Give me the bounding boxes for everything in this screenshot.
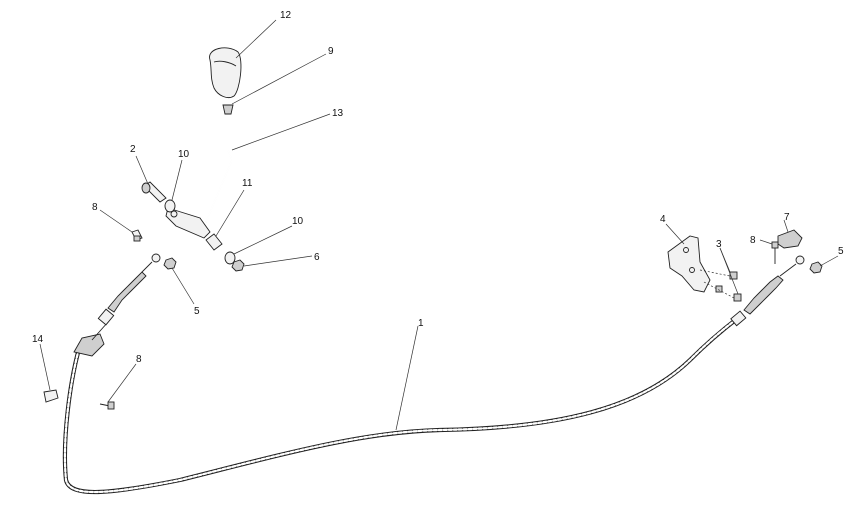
callout-13: 13 — [332, 108, 344, 119]
callout-8-right: 8 — [750, 235, 756, 246]
clamp-7 — [777, 229, 803, 249]
nut-5-right — [809, 261, 823, 274]
screws-3 — [699, 269, 742, 302]
callout-4: 4 — [660, 214, 666, 225]
bolt-8-upper-left — [131, 229, 143, 242]
callout-5-right: 5 — [838, 246, 844, 257]
callout-12: 12 — [280, 10, 292, 21]
bolt-8-lower-left — [99, 401, 115, 410]
callout-10-upper: 10 — [178, 149, 190, 160]
callout-2: 2 — [130, 144, 136, 155]
right-cable-end — [730, 255, 805, 327]
callout-1: 1 — [418, 318, 424, 329]
callout-3: 3 — [716, 239, 722, 250]
knob-insert — [222, 104, 234, 115]
callout-8-lower-left: 8 — [136, 354, 142, 365]
callout-9: 9 — [328, 46, 334, 57]
nut-6 — [231, 259, 245, 272]
spacer-11 — [205, 233, 223, 251]
shift-lever — [165, 118, 233, 239]
leader-lines — [39, 19, 839, 431]
callout-11: 11 — [242, 178, 253, 189]
cable-assembly — [62, 315, 741, 495]
bracket-4 — [667, 235, 711, 293]
shift-knob — [209, 47, 242, 99]
nut-5-left — [163, 257, 177, 270]
bolt-2 — [141, 181, 167, 203]
callout-5-left: 5 — [194, 306, 200, 317]
left-cable-end — [73, 253, 161, 357]
callout-14: 14 — [32, 334, 44, 345]
bolt-8-right — [771, 241, 779, 264]
clip-14 — [43, 389, 59, 403]
callout-7: 7 — [784, 212, 790, 223]
callout-8-upper-left: 8 — [92, 202, 98, 213]
callout-6: 6 — [314, 252, 320, 263]
bushing-upper — [164, 199, 176, 213]
bushing-lower — [224, 251, 236, 265]
callout-labels: 12 9 13 2 10 11 10 6 8 5 14 8 1 4 3 7 8 … — [32, 10, 844, 365]
callout-10-lower: 10 — [292, 216, 304, 227]
